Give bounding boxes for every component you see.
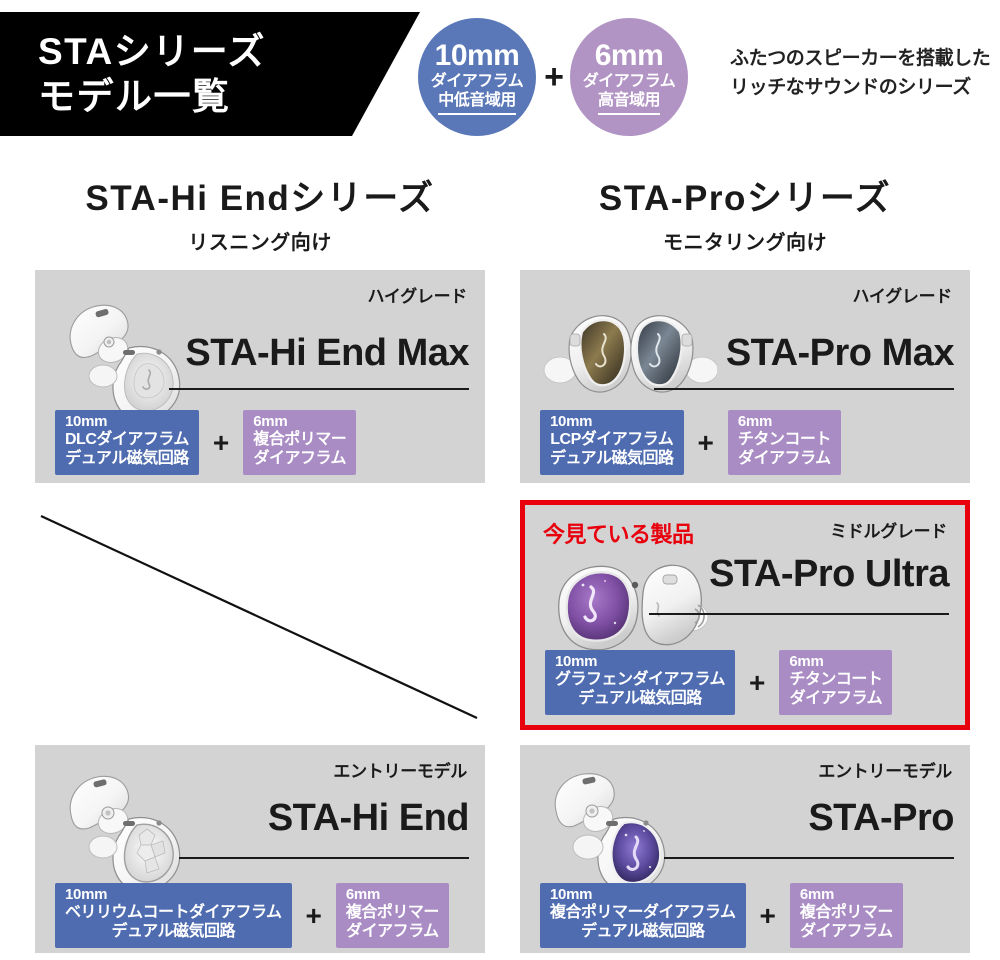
earbud-image-pro-max [542,292,719,417]
driver-chip-6mm-size: 6mm [345,886,381,903]
product-name: STA-Pro Max [725,332,955,374]
grade-label: エントリーモデル [333,762,467,781]
driver-chip-10mm-size: 10mm [550,886,593,903]
title-banner: STAシリーズ モデル一覧 [0,12,420,136]
driver-chip-6mm-size: 6mm [789,653,824,670]
grade-label: ミドルグレード [830,522,947,541]
header-description-line-1: ふたつのスピーカーを搭載した [730,48,991,69]
banner-title-line-1: STAシリーズ [38,30,266,72]
product-name: STA-Pro Ultra [709,553,949,595]
driver-spec-row: 10mm DLCダイアフラム デュアル磁気回路 + 6mm 複合ポリマー ダイア… [55,410,465,476]
banner-title-line-2: モデル一覧 [38,76,231,117]
driver-chip-10mm-line-1: 複合ポリマーダイアフラム [550,903,736,921]
column-heading-hi-end: STA-Hi Endシリーズ リスニング向け [25,179,495,255]
earbud-image-pro-ultra [539,545,714,670]
driver-chip-6mm: 6mm チタンコート ダイアフラム [779,650,893,716]
driver-badge-10mm-sub: ダイアフラム [430,72,524,90]
driver-badge-10mm-size: 10mm [434,38,520,72]
driver-chip-10mm-line-1: LCPダイアフラム [550,430,674,448]
product-name-divider [664,857,954,859]
driver-chip-10mm-size: 10mm [555,653,598,670]
driver-chip-6mm-size: 6mm [799,886,835,903]
driver-chip-10mm: 10mm ベリリウムコートダイアフラム デュアル磁気回路 [55,883,292,949]
driver-spec-row: 10mm LCPダイアフラム デュアル磁気回路 + 6mm チタンコート ダイア… [540,410,950,476]
product-card-pro-max[interactable]: ハイグレード [520,270,970,483]
driver-chip-6mm-size: 6mm [253,413,288,430]
column-title-hi-end: STA-Hi Endシリーズ [85,179,435,218]
grade-label: ハイグレード [367,287,467,306]
driver-badge-10mm: 10mm ダイアフラム 中低音域用 [418,18,536,136]
header-description: ふたつのスピーカーを搭載した リッチなサウンドのシリーズ [730,44,991,103]
product-name-divider [169,388,469,390]
driver-chip-10mm-line-1: グラフェンダイアフラム [555,670,726,688]
driver-chip-10mm-line-2: デュアル磁気回路 [581,922,705,940]
product-name: STA-Pro [808,797,954,839]
driver-chip-10mm: 10mm DLCダイアフラム デュアル磁気回路 [55,410,199,476]
driver-chip-10mm-line-1: ベリリウムコートダイアフラム [65,903,282,921]
driver-chip-6mm: 6mm 複合ポリマー ダイアフラム [243,410,357,476]
driver-chip-10mm-line-1: DLCダイアフラム [65,430,189,448]
driver-chip-10mm-line-2: デュアル磁気回路 [578,689,702,707]
driver-chip-6mm: 6mm 複合ポリマー ダイアフラム [789,883,903,949]
column-title-pro: STA-Proシリーズ [598,179,892,218]
earbud-image-pro [542,763,692,903]
driver-chip-6mm: 6mm 複合ポリマー ダイアフラム [335,883,449,949]
product-name: STA-Hi End Max [185,332,469,374]
driver-chip-10mm-size: 10mm [65,886,108,903]
driver-badge-6mm-sub: ダイアフラム [582,72,676,90]
product-card-hi-end[interactable]: エントリーモデル [35,745,485,953]
driver-chip-6mm-line-1: 複合ポリマー [799,903,894,921]
header-plus-icon: + [544,58,564,96]
driver-chip-10mm-size: 10mm [550,413,593,430]
product-name-divider [179,857,469,859]
driver-plus-icon: + [305,899,322,931]
driver-chip-6mm-line-2: ダイアフラム [800,922,893,940]
grade-label: エントリーモデル [818,762,952,781]
driver-chip-6mm-line-1: 複合ポリマー [253,430,347,448]
product-name-divider [654,388,954,390]
driver-badge-6mm-size: 6mm [594,38,664,72]
driver-chip-6mm-line-2: ダイアフラム [253,449,347,467]
column-heading-pro: STA-Proシリーズ モニタリング向け [510,179,980,255]
driver-spec-row: 10mm グラフェンダイアフラム デュアル磁気回路 + 6mm チタンコート ダ… [545,650,945,716]
earbud-image-hi-end [57,763,207,903]
product-name-divider [649,613,949,615]
driver-chip-6mm-line-1: チタンコート [737,430,832,448]
driver-chip-6mm-line-2: ダイアフラム [738,449,831,467]
driver-chip-10mm: 10mm LCPダイアフラム デュアル磁気回路 [540,410,684,476]
driver-chip-6mm-size: 6mm [737,413,773,430]
product-card-pro[interactable]: エントリーモデル [520,745,970,953]
driver-spec-row: 10mm ベリリウムコートダイアフラム デュアル磁気回路 + 6mm 複合ポリマ… [55,883,465,949]
driver-chip-6mm-line-1: 複合ポリマー [345,903,440,921]
page-header: STAシリーズ モデル一覧 10mm ダイアフラム 中低音域用 + 6mm ダイ… [0,0,1000,148]
driver-chip-6mm-line-1: チタンコート [789,670,883,688]
header-description-line-2: リッチなサウンドのシリーズ [730,77,971,99]
empty-slot-diagonal [35,500,485,730]
product-card-hi-end-max[interactable]: ハイグレード [35,270,485,483]
driver-badge-10mm-use: 中低音域用 [438,92,516,116]
driver-chip-10mm: 10mm 複合ポリマーダイアフラム デュアル磁気回路 [540,883,746,949]
column-subtitle-pro: モニタリング向け [663,231,827,254]
driver-chip-10mm-line-2: デュアル磁気回路 [550,449,674,467]
driver-chip-10mm: 10mm グラフェンダイアフラム デュアル磁気回路 [545,650,736,716]
product-name: STA-Hi End [267,797,470,839]
driver-chip-6mm-line-2: ダイアフラム [346,922,439,940]
column-subtitle-hi-end: リスニング向け [188,231,332,254]
product-card-pro-ultra[interactable]: 今見ている製品 ミドルグレード [520,500,970,730]
driver-plus-icon: + [759,899,776,931]
driver-chip-10mm-size: 10mm [65,413,108,430]
current-product-label: 今見ている製品 [543,522,694,547]
driver-plus-icon: + [212,426,230,458]
driver-chip-6mm-line-2: ダイアフラム [789,689,883,707]
driver-chip-10mm-line-2: デュアル磁気回路 [111,922,236,940]
driver-plus-icon: + [749,666,766,698]
grade-label: ハイグレード [852,287,952,306]
driver-badge-6mm: 6mm ダイアフラム 高音域用 [570,18,688,136]
driver-chip-10mm-line-2: デュアル磁気回路 [65,449,189,467]
driver-plus-icon: + [697,426,714,458]
driver-spec-row: 10mm 複合ポリマーダイアフラム デュアル磁気回路 + 6mm 複合ポリマー … [540,883,950,949]
driver-chip-6mm: 6mm チタンコート ダイアフラム [727,410,841,476]
driver-badge-6mm-use: 高音域用 [597,92,661,116]
